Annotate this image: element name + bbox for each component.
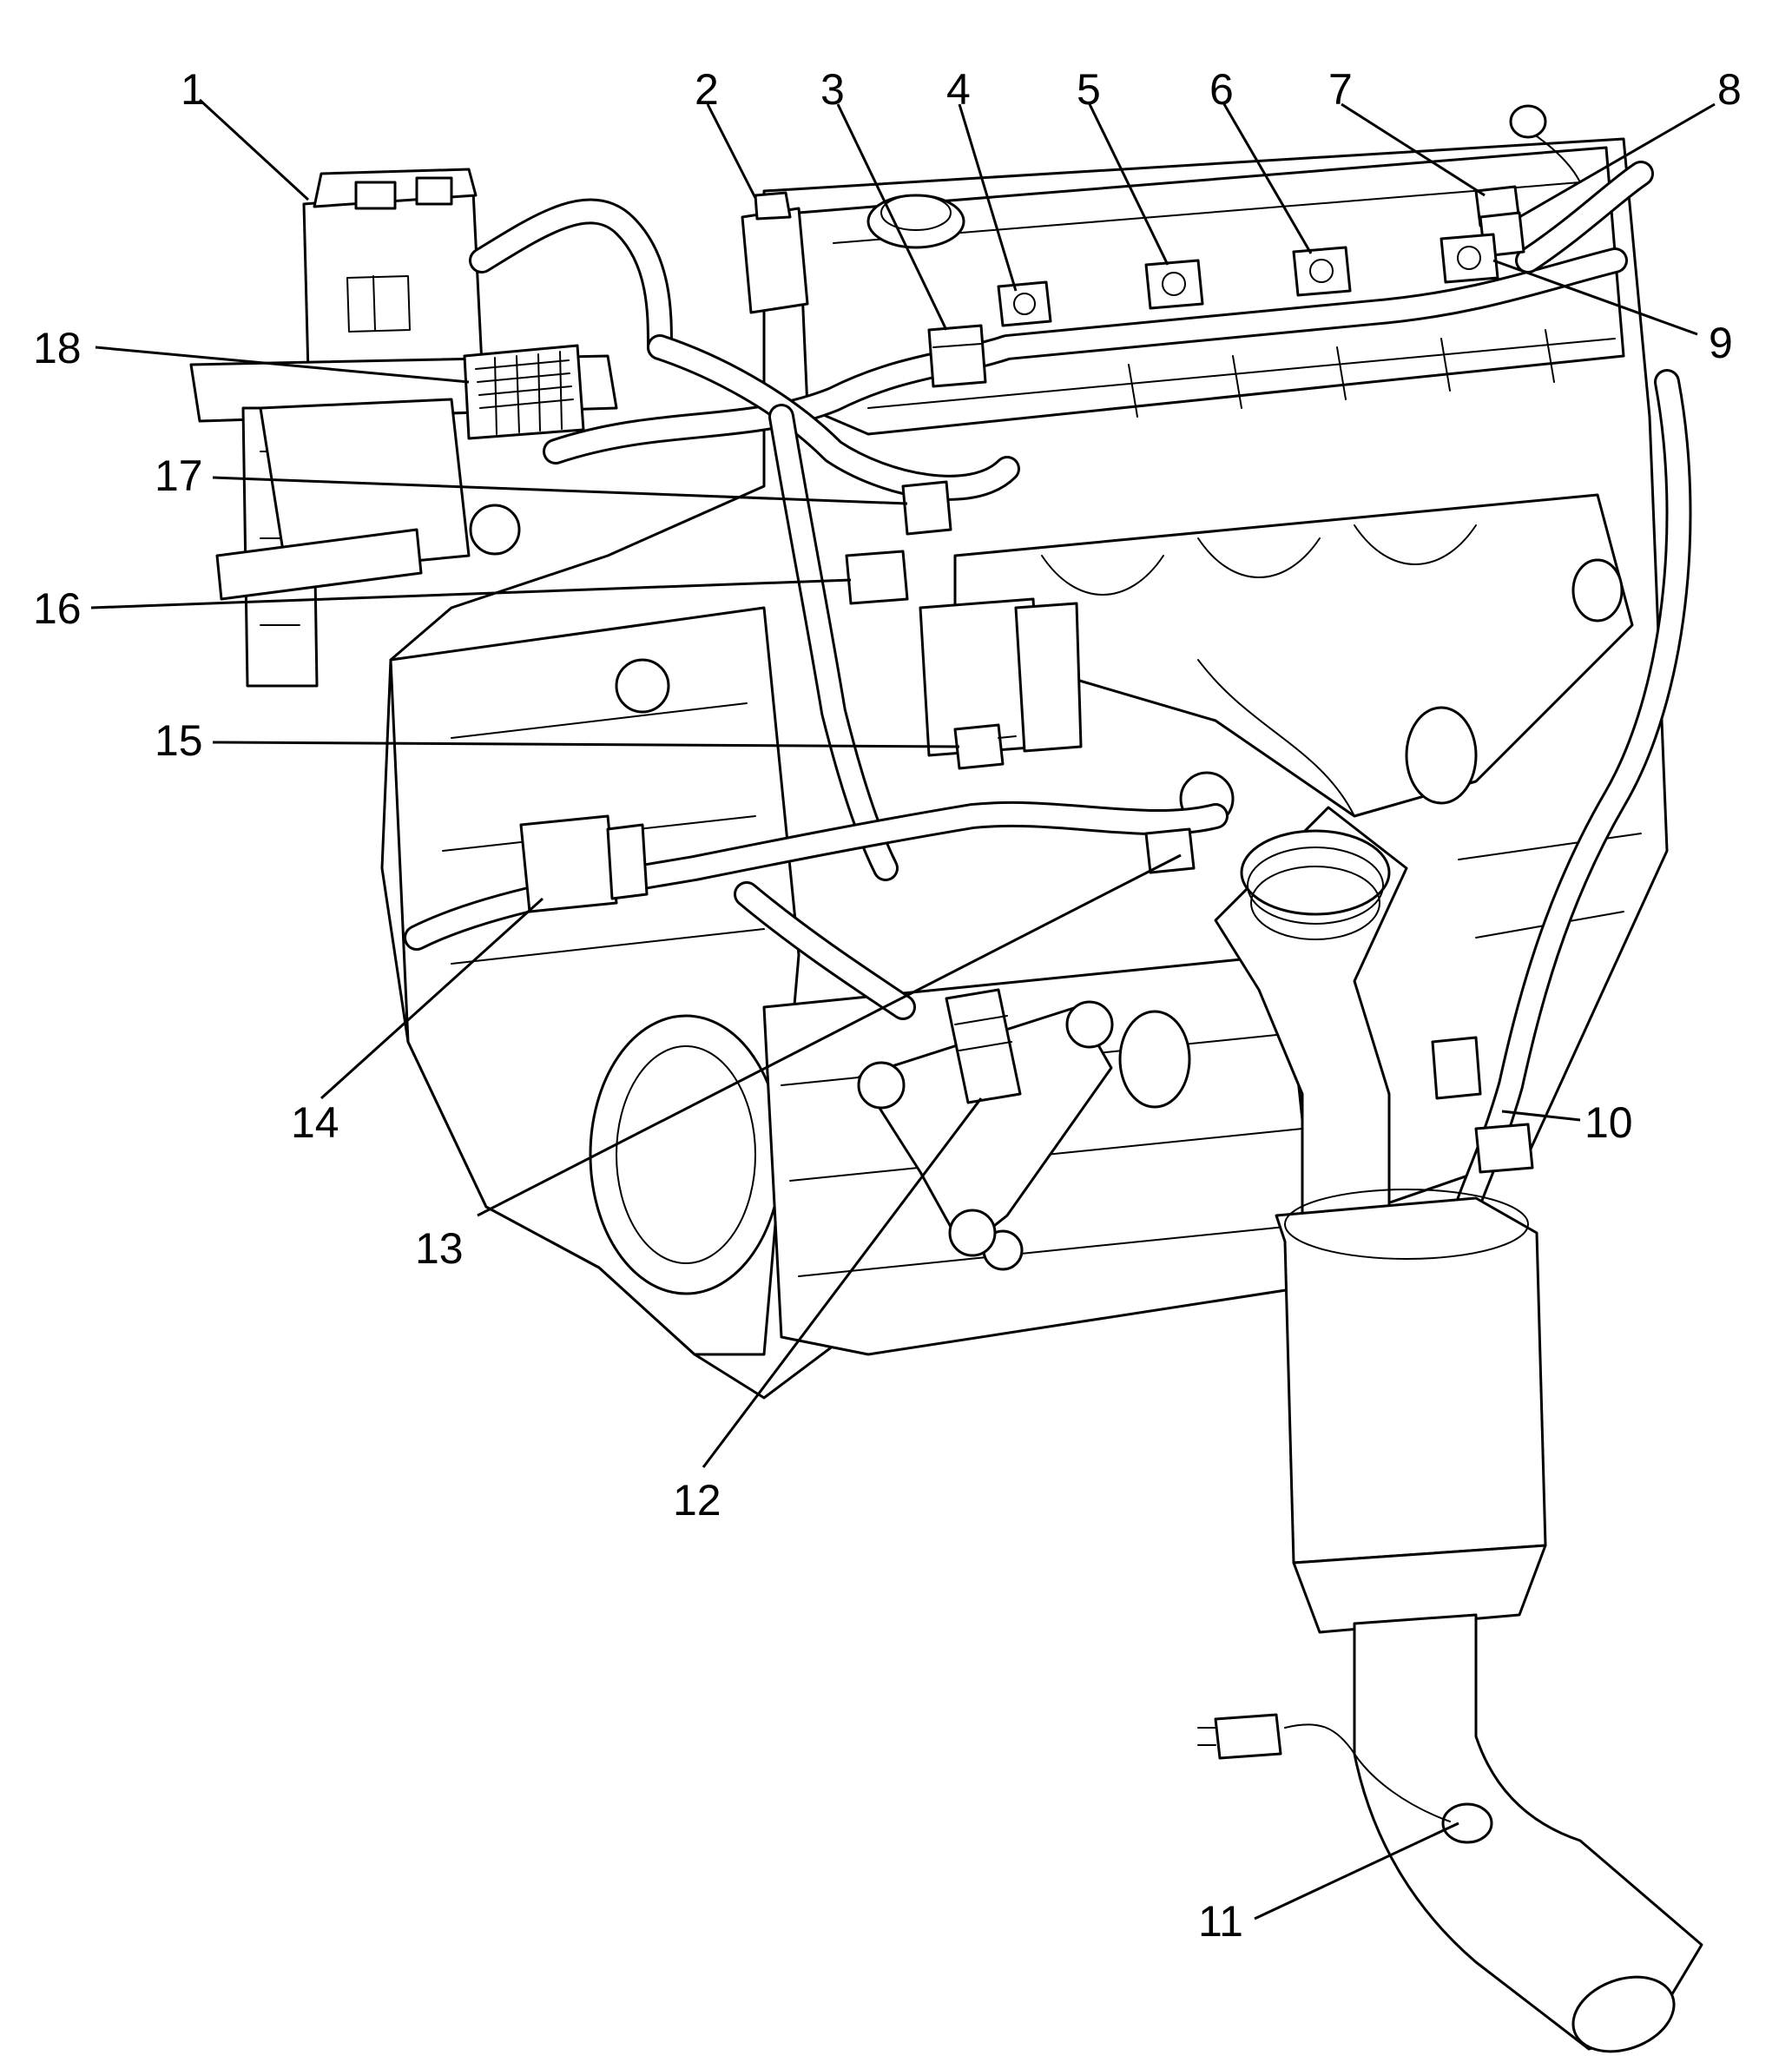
callout-7: 7 bbox=[1328, 65, 1353, 114]
sensor-10 bbox=[1431, 1036, 1534, 1174]
callout-14: 14 bbox=[291, 1098, 339, 1147]
connector-4 bbox=[997, 280, 1052, 327]
oxygen-sensor-11 bbox=[1197, 1713, 1493, 1844]
callout-10: 10 bbox=[1584, 1098, 1633, 1147]
callout-1: 1 bbox=[181, 65, 205, 114]
callout-18: 18 bbox=[33, 324, 82, 372]
callout-11: 11 bbox=[1198, 1897, 1243, 1946]
injector-connector-6 bbox=[1292, 246, 1352, 297]
callout-5: 5 bbox=[1077, 65, 1101, 114]
callout-labels: 1 2 3 4 5 6 7 8 9 10 11 12 13 14 15 16 1… bbox=[33, 65, 1742, 1946]
callout-6: 6 bbox=[1209, 65, 1234, 114]
callout-15: 15 bbox=[155, 716, 203, 765]
callout-16: 16 bbox=[33, 584, 82, 633]
injector-connector-9 bbox=[1440, 233, 1499, 284]
callout-13: 13 bbox=[415, 1224, 464, 1273]
connector-13 bbox=[1144, 827, 1196, 874]
callout-4: 4 bbox=[946, 65, 971, 114]
callout-17: 17 bbox=[155, 451, 203, 500]
callout-8: 8 bbox=[1717, 65, 1742, 114]
sensor-12 bbox=[945, 988, 1022, 1104]
connector-17 bbox=[901, 480, 952, 536]
exhaust-system bbox=[1214, 806, 1703, 2053]
connector-18 bbox=[463, 344, 585, 440]
callout-3: 3 bbox=[820, 65, 845, 114]
connector-14 bbox=[519, 814, 649, 913]
callout-2: 2 bbox=[695, 65, 719, 114]
connector-3 bbox=[927, 324, 987, 388]
callout-12: 12 bbox=[673, 1476, 721, 1525]
sensor-2 bbox=[741, 191, 809, 314]
leader-lines bbox=[90, 98, 1716, 1920]
connector-16 bbox=[845, 550, 909, 605]
sensor-15 bbox=[953, 723, 1017, 770]
callout-9: 9 bbox=[1709, 319, 1733, 367]
injector-connector-5 bbox=[1144, 259, 1204, 310]
